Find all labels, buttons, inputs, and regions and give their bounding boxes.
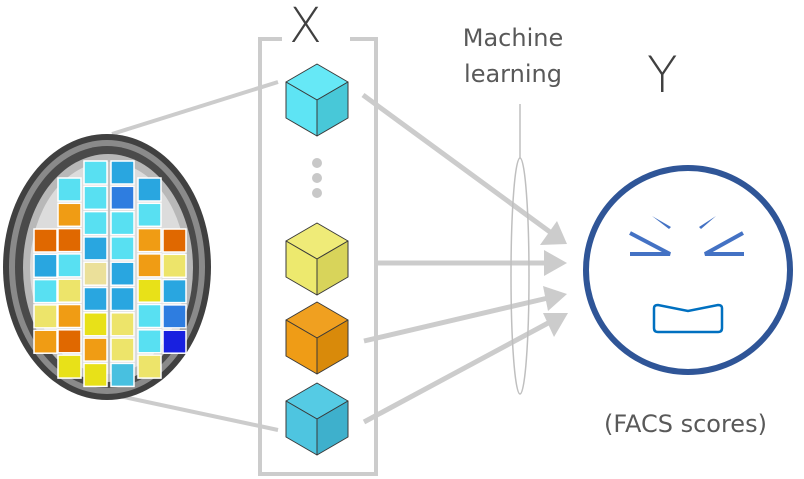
machine-learning-line2: learning	[464, 60, 562, 88]
brain-grid-cell	[137, 177, 162, 202]
brain-grid-cell	[162, 304, 187, 329]
brain-grid-cell	[110, 362, 135, 388]
brain-grid-cell	[33, 228, 58, 253]
brain-grid-cell	[83, 236, 108, 261]
brain-grid-cell	[137, 227, 162, 253]
brain-grid-cell	[137, 303, 162, 329]
brain-grid-cell	[33, 253, 58, 279]
arrow-4	[362, 319, 552, 425]
brain-grid-cell	[33, 304, 58, 329]
brain-grid-cell	[57, 278, 82, 303]
face-outline	[583, 165, 793, 375]
brain-grid-cell	[110, 337, 135, 362]
brain-grid-cell	[137, 354, 162, 379]
arrowhead-4	[543, 313, 568, 337]
squinting-face-icon	[583, 165, 793, 375]
brain-grid-cell	[110, 185, 135, 211]
brain-feature-grid	[33, 158, 187, 388]
arrowhead-3	[543, 286, 567, 311]
cube-right-face	[316, 319, 349, 375]
brain-grid-cell	[137, 253, 162, 278]
cube-right-face	[316, 81, 349, 137]
brain-grid-cell	[57, 177, 82, 202]
brain-grid-cell	[57, 227, 82, 253]
brain-grid-cell	[162, 278, 187, 304]
brain-grid-cell	[57, 303, 82, 329]
brain-grid-cell	[57, 253, 82, 278]
brain-grid-cell	[33, 329, 58, 354]
lens-icon	[510, 104, 530, 395]
brain-grid-cell	[83, 337, 108, 362]
brain-grid-cell	[83, 362, 108, 388]
brain-grid-cell	[110, 160, 135, 185]
squint-eyes	[629, 231, 744, 256]
arrowhead-1	[540, 221, 567, 245]
brain-grid-cell	[110, 236, 135, 261]
facs-scores-label: (FACS scores)	[604, 410, 767, 438]
cube-icon	[285, 222, 349, 296]
machine-learning-line1: Machine	[462, 24, 564, 52]
brain-grid-cell	[162, 329, 187, 354]
brain-grid-cell	[110, 312, 135, 337]
brain-grid-cell	[33, 278, 58, 304]
arrow-1	[361, 92, 552, 235]
brain-grid-cell	[137, 202, 162, 228]
brain-grid-cell	[57, 202, 82, 228]
feature-cubes	[285, 63, 349, 456]
arrow-3	[363, 295, 549, 344]
brain-grid-cell	[57, 354, 82, 379]
brain-grid-cell	[83, 286, 108, 312]
brain-grid-cell	[110, 261, 135, 286]
brain-grid-cell	[162, 228, 187, 253]
cube-icon	[285, 382, 349, 456]
brain-grid-cell	[57, 329, 82, 354]
connector-line-top	[111, 80, 279, 136]
arrows	[361, 92, 568, 425]
cube-right-face	[316, 400, 349, 456]
brain-grid-cell	[162, 253, 187, 279]
x-label: X	[289, 0, 322, 54]
brain-mri-icon	[3, 134, 211, 400]
mouth	[652, 303, 724, 334]
feature-bracket	[258, 37, 378, 476]
machine-learning-label: Machine learning	[448, 20, 578, 92]
brain-grid-cell	[83, 185, 108, 211]
eyebrows	[652, 216, 716, 229]
connector-line-bottom	[109, 392, 279, 432]
brain-grid-cell	[83, 210, 108, 236]
cube-right-face	[316, 240, 349, 296]
y-label: Y	[647, 46, 678, 104]
brain-grid-cell	[83, 312, 108, 337]
brain-grid-cell	[110, 210, 135, 236]
brain-grid-cell	[137, 278, 162, 303]
arrowhead-2	[544, 250, 567, 276]
brain-grid-cell	[110, 286, 135, 312]
vertical-ellipsis-icon	[312, 158, 322, 198]
cube-icon	[285, 301, 349, 375]
brain-grid-cell	[137, 329, 162, 354]
cube-icon	[285, 63, 349, 137]
brain-grid-cell	[83, 261, 108, 286]
brain-grid-cell	[83, 160, 108, 185]
